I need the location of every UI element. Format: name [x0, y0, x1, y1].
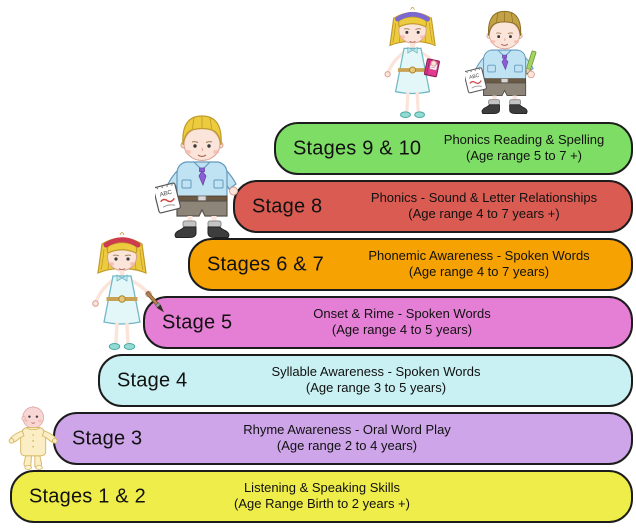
stage-bar-stages-9-10: Stages 9 & 10 Phonics Reading & Spelling… — [274, 122, 633, 175]
stage-description: Rhyme Awareness - Oral Word Play (Age ra… — [243, 422, 451, 456]
girl-with-book-icon — [373, 4, 453, 120]
stage-description: Syllable Awareness - Spoken Words (Age r… — [271, 364, 480, 398]
boy-with-notepad-icon: ABC — [155, 112, 250, 238]
stage-skill: Phonemic Awareness - Spoken Words — [368, 247, 590, 263]
stage-bar-stage-3: Stage 3 Rhyme Awareness - Oral Word Play… — [53, 412, 633, 465]
stage-age-range: (Age range 3 to 5 years) — [305, 380, 447, 396]
stage-label: Stage 8 — [252, 195, 323, 217]
pencil-icon — [526, 50, 537, 76]
baby-character-icon — [3, 405, 60, 470]
stage-bar-stage-8: Stage 8 Phonics - Sound & Letter Relatio… — [233, 180, 633, 233]
notepad-label: ABC — [469, 73, 481, 81]
boy-with-notepad-and-pencil-icon: ABC — [465, 8, 545, 114]
stage-label: Stages 6 & 7 — [207, 253, 324, 275]
stage-description: Phonics - Sound & Letter Relationships (… — [371, 190, 597, 224]
stage-label: Stage 5 — [162, 311, 233, 333]
stage-description: Phonics Reading & Spelling (Age range 5 … — [444, 132, 604, 166]
stage-skill: Phonics - Sound & Letter Relationships — [370, 189, 598, 205]
stage-bar-stages-1-2: Stages 1 & 2 Listening & Speaking Skills… — [10, 470, 633, 523]
stage-age-range: (Age range 4 to 7 years +) — [408, 206, 560, 222]
stage-age-range: (Age Range Birth to 2 years +) — [234, 496, 410, 512]
stage-bar-stage-4: Stage 4 Syllable Awareness - Spoken Word… — [98, 354, 633, 407]
stage-skill: Phonics Reading & Spelling — [443, 131, 605, 147]
stage-skill: Listening & Speaking Skills — [243, 479, 401, 495]
stage-age-range: (Age range 4 to 5 years) — [331, 322, 473, 338]
stage-label: Stages 1 & 2 — [29, 485, 146, 507]
stage-skill: Onset & Rime - Spoken Words — [313, 305, 491, 321]
stage-label: Stages 9 & 10 — [293, 137, 422, 159]
stage-label: Stage 4 — [117, 369, 188, 391]
stage-age-range: (Age range 5 to 7 +) — [466, 148, 582, 164]
girl-with-paintbrush-icon — [80, 229, 165, 352]
stage-description: Phonemic Awareness - Spoken Words (Age r… — [368, 248, 589, 282]
stage-label: Stage 3 — [72, 427, 143, 449]
stage-age-range: (Age range 2 to 4 years) — [276, 438, 418, 454]
notepad-label: ABC — [159, 190, 173, 199]
paintbrush-icon — [145, 290, 164, 313]
stage-description: Listening & Speaking Skills (Age Range B… — [234, 480, 410, 514]
stage-age-range: (Age range 4 to 7 years) — [408, 264, 550, 280]
stage-description: Onset & Rime - Spoken Words (Age range 4… — [313, 306, 491, 340]
stage-skill: Rhyme Awareness - Oral Word Play — [243, 421, 451, 437]
notepad-icon: ABC — [155, 182, 181, 214]
stage-skill: Syllable Awareness - Spoken Words — [271, 363, 481, 379]
notepad-icon: ABC — [465, 67, 487, 94]
stage-bar-stage-5: Stage 5 Onset & Rime - Spoken Words (Age… — [143, 296, 633, 349]
stage-bar-stages-6-7: Stages 6 & 7 Phonemic Awareness - Spoken… — [188, 238, 633, 291]
